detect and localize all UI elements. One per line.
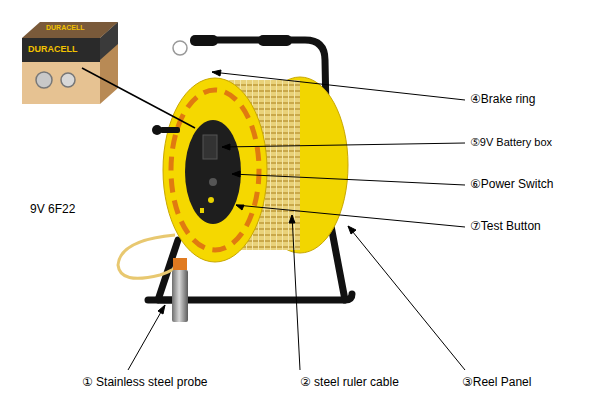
part-label: ② steel ruler cable	[300, 376, 399, 390]
leader-lines	[82, 68, 465, 370]
handle-grip	[258, 35, 292, 46]
brand-mark: DURACELL	[46, 24, 85, 32]
brake-ring	[173, 41, 187, 55]
probe-cap	[173, 258, 187, 270]
reel	[152, 77, 348, 262]
part-label: ⑥Power Switch	[470, 178, 553, 192]
brand-mark: DURACELL	[28, 44, 78, 54]
part-label: ⑦Test Button	[470, 220, 541, 234]
reel-frame	[148, 40, 352, 300]
part-label: ① Stainless steel probe	[82, 376, 208, 390]
battery-9v	[22, 22, 118, 104]
part-label: ④Brake ring	[470, 93, 535, 107]
steel-probe	[172, 270, 188, 322]
part-label: ⑤9V Battery box	[470, 136, 552, 149]
battery-type: 9V 6F22	[30, 203, 75, 217]
handle-grip	[190, 35, 218, 46]
ruler-cable	[118, 235, 180, 278]
part-label: ③Reel Panel	[462, 376, 531, 390]
